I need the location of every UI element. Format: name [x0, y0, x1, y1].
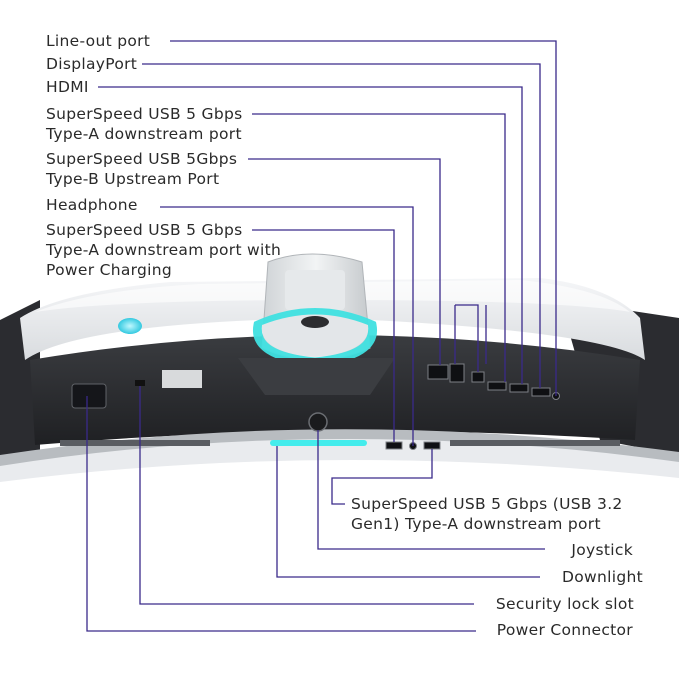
rating-sticker: [162, 370, 202, 388]
power-connector: [71, 383, 107, 409]
vent-slots: [60, 440, 620, 446]
label-usb-a-downstream: SuperSpeed USB 5 Gbps Type-A downstream …: [46, 105, 243, 143]
label-joystick: Joystick: [571, 541, 633, 559]
label-usb-b-upstream: SuperSpeed USB 5Gbps Type-B Upstream Por…: [46, 150, 238, 188]
bottom-chin: [0, 435, 679, 482]
stand-light-ring: [253, 308, 377, 367]
label-usb-a-side-port: SuperSpeed USB 5 Gbps (USB 3.2 Gen1) Typ…: [351, 495, 623, 533]
stand-base: [238, 358, 395, 395]
label-displayport: DisplayPort: [46, 55, 138, 73]
joystick-knob: [308, 412, 328, 432]
label-hdmi: HDMI: [46, 78, 89, 96]
port-cluster: [427, 363, 560, 400]
label-power-connector: Power Connector: [496, 621, 633, 639]
security-lock: [135, 380, 145, 386]
label-downlight: Downlight: [562, 568, 643, 586]
alien-logo: [118, 318, 142, 334]
label-usb-a-power-charging: SuperSpeed USB 5 Gbps Type-A downstream …: [46, 221, 282, 279]
label-line-out-port: Line-out port: [46, 32, 151, 50]
leader-lines: [86, 40, 557, 632]
label-headphone: Headphone: [46, 196, 138, 214]
label-security-lock-slot: Security lock slot: [495, 595, 634, 613]
